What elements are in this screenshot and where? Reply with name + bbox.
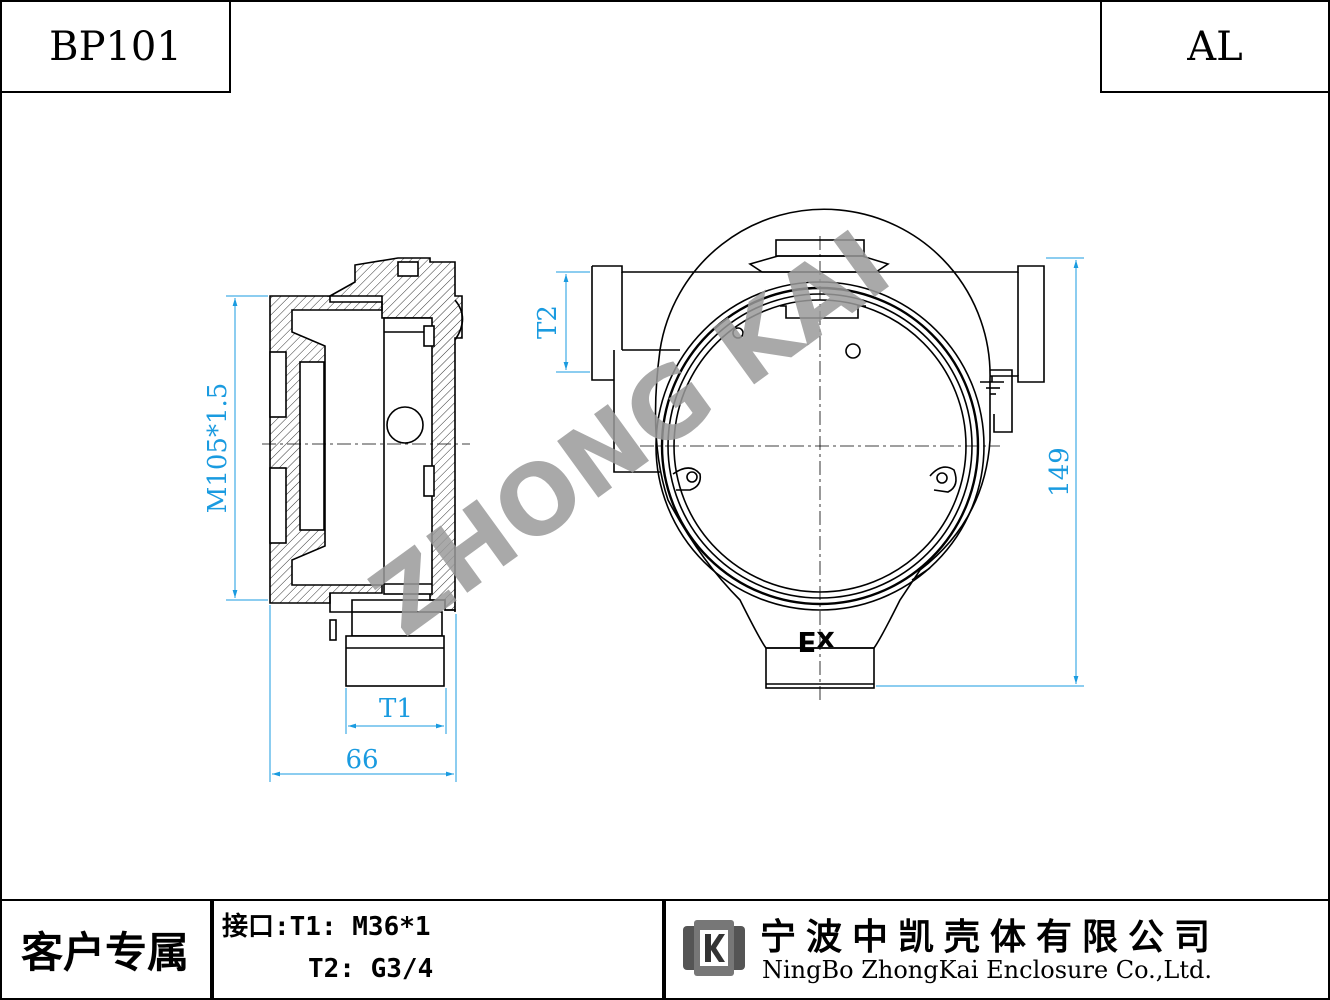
footer-divider-2 xyxy=(662,899,666,1000)
front-view xyxy=(591,208,1045,700)
company-name-en: NingBo ZhongKai Enclosure Co.,Ltd. xyxy=(762,956,1212,984)
side-section-view xyxy=(262,257,470,687)
model-box xyxy=(0,0,231,93)
spec-line-t2: T2: G3/4 xyxy=(308,954,434,984)
customer-exclusive-label: 客户专属 xyxy=(20,928,189,977)
footer-divider-1 xyxy=(210,899,214,1000)
company-name-cn: 宁波中凯壳体有限公司 xyxy=(760,917,1221,958)
thread-diameter-label: M105*1.5 xyxy=(203,383,233,514)
company-logo-icon xyxy=(683,920,745,976)
entry-t2-label: T2 xyxy=(533,305,563,339)
interface-spec: 接口:T1: M36*1 T2: G3/4 xyxy=(222,906,662,996)
side-view-dimensions xyxy=(226,295,457,782)
depth-label: 66 xyxy=(345,745,378,775)
height-label: 149 xyxy=(1045,447,1075,497)
model-number: BP101 xyxy=(49,23,182,70)
material-box xyxy=(1100,0,1330,93)
ex-marking: Ex xyxy=(797,625,834,658)
front-view-dimensions xyxy=(556,257,1084,687)
entry-t1-label: T1 xyxy=(379,694,413,724)
spec-line-t1: 接口:T1: M36*1 xyxy=(222,912,431,942)
material-code: AL xyxy=(1187,23,1243,70)
